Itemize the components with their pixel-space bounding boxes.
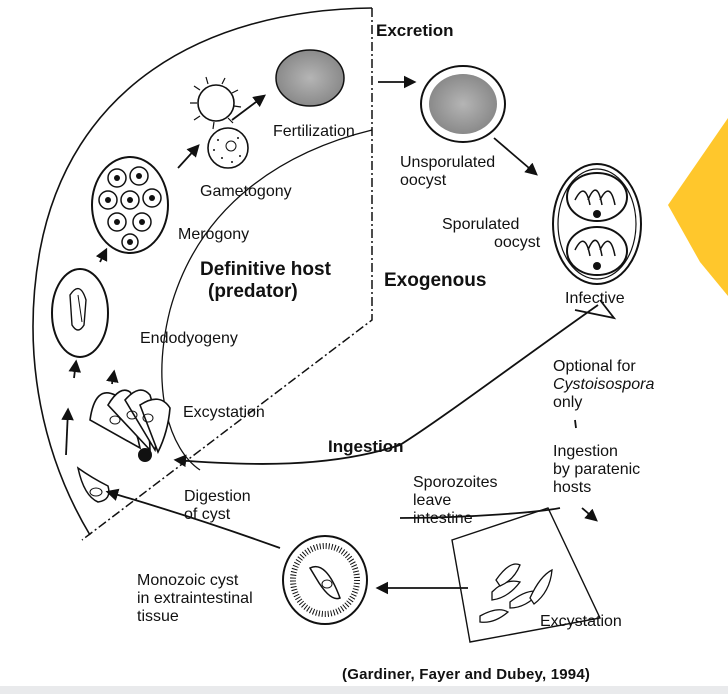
label-digestion-2: of cyst bbox=[184, 506, 231, 523]
citation: (Gardiner, Fayer and Dubey, 1994) bbox=[342, 666, 591, 683]
label-optional-3: only bbox=[553, 394, 583, 411]
label-sporozoites-3: intestine bbox=[413, 510, 473, 527]
label-optional-2: Cystoisospora bbox=[553, 376, 655, 393]
host-divider-line bbox=[81, 8, 373, 541]
label-sporulated-1: Sporulated bbox=[442, 216, 520, 233]
label-unsporulated-1: Unsporulated bbox=[400, 154, 496, 171]
inner-host-arc bbox=[161, 129, 373, 471]
label-merogony: Merogony bbox=[178, 226, 250, 243]
paratenic-excystation-box bbox=[451, 507, 602, 643]
free-sporozoite bbox=[76, 466, 110, 503]
label-gametogony: Gametogony bbox=[200, 183, 292, 200]
label-monozoic-3: tissue bbox=[137, 608, 179, 625]
cycle-arrows bbox=[61, 75, 617, 595]
label-ingestion-paratenic-2: by paratenic bbox=[553, 461, 641, 478]
label-ingestion: Ingestion bbox=[328, 437, 404, 456]
label-ingestion-paratenic-3: hosts bbox=[553, 479, 592, 496]
unsporulated-oocyst-content bbox=[429, 74, 497, 134]
monozoic-cyst bbox=[282, 535, 368, 625]
label-sporozoites-2: leave bbox=[413, 492, 452, 509]
highlight-arrow bbox=[668, 118, 728, 296]
label-digestion-1: Digestion bbox=[184, 488, 251, 505]
label-excystation-bottom: Excystation bbox=[540, 613, 622, 630]
sporulated-oocyst bbox=[552, 163, 642, 285]
fertilized-oocyst bbox=[275, 49, 345, 107]
label-infective: Infective bbox=[565, 290, 625, 307]
label-monozoic-1: Monozoic cyst bbox=[137, 572, 239, 589]
meront bbox=[91, 156, 169, 254]
label-monozoic-2: in extraintestinal bbox=[137, 590, 253, 607]
macrogamete bbox=[207, 127, 249, 169]
label-ingestion-paratenic-1: Ingestion bbox=[553, 443, 618, 460]
label-sporulated-2: oocyst bbox=[494, 234, 541, 251]
bottom-strip bbox=[0, 686, 728, 694]
label-exogenous: Exogenous bbox=[384, 270, 487, 291]
microgamete bbox=[190, 76, 242, 130]
label-excretion: Excretion bbox=[376, 21, 454, 40]
label-definitive-host: Definitive host bbox=[200, 259, 331, 280]
definitive-host-boundary bbox=[32, 7, 373, 536]
label-excystation-top: Excystation bbox=[183, 404, 265, 421]
label-fertilization: Fertilization bbox=[273, 123, 355, 140]
label-optional-1: Optional for bbox=[553, 358, 636, 375]
endodyogeny-cell bbox=[51, 268, 109, 358]
sporozoite-cluster bbox=[89, 389, 171, 462]
label-unsporulated-2: oocyst bbox=[400, 172, 447, 189]
label-endodyogeny: Endodyogeny bbox=[140, 330, 238, 347]
label-sporozoites-1: Sporozoites bbox=[413, 474, 498, 491]
label-predator: (predator) bbox=[208, 281, 298, 302]
